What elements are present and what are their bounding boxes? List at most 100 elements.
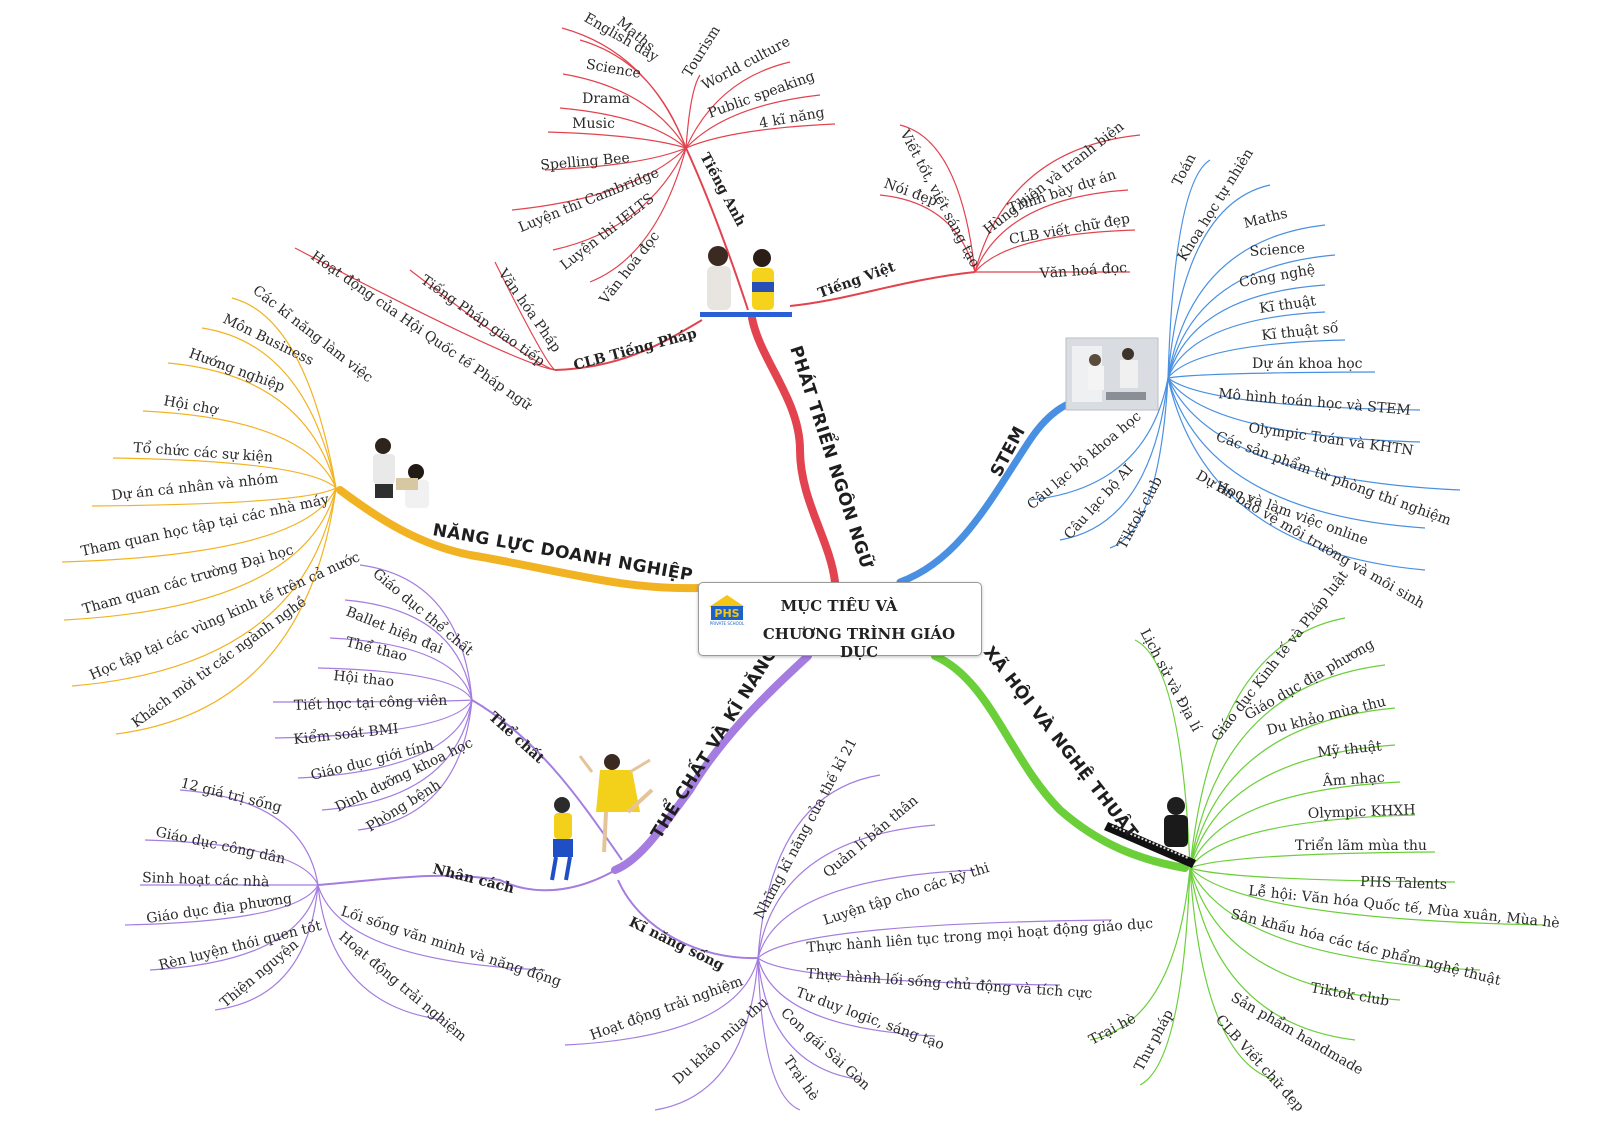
stem-item: Science bbox=[1249, 240, 1305, 260]
english-item-edge bbox=[579, 39, 687, 149]
french-item-edge bbox=[409, 269, 556, 371]
language-main-edge bbox=[748, 314, 839, 586]
character-item: Lối sống văn minh và năng động bbox=[339, 903, 564, 990]
business-item-edge bbox=[112, 457, 337, 489]
vietnamese-sub-edge bbox=[789, 271, 976, 307]
stem-item-edge bbox=[1167, 184, 1271, 379]
physical-item-edge bbox=[321, 699, 473, 811]
business-item-edge bbox=[71, 487, 337, 687]
character-item-edge bbox=[149, 884, 319, 971]
stem-main-edge bbox=[896, 391, 1099, 586]
language-students-photo bbox=[700, 246, 792, 317]
stem-item-edge bbox=[1109, 377, 1169, 549]
character-item: 12 giá trị sống bbox=[179, 774, 284, 816]
english-sub-edge bbox=[685, 147, 749, 311]
stem-item: Dự án khoa học bbox=[1252, 356, 1363, 372]
social-arts-item-edge bbox=[1089, 867, 1191, 1041]
stem-item: Mô hình toán học và STEM bbox=[1218, 385, 1412, 419]
french-item-edge bbox=[294, 247, 556, 371]
social-arts-item-edge bbox=[1189, 867, 1456, 883]
character-item: Giáo dục địa phương bbox=[145, 891, 293, 927]
life-skills-item-edge bbox=[757, 774, 881, 959]
social-arts-item: Lịch sử và Địa lí bbox=[1136, 626, 1205, 735]
social-arts-item-edge bbox=[1189, 707, 1396, 869]
svg-text:PRIVATE SCHOOL: PRIVATE SCHOOL bbox=[710, 621, 745, 626]
character-item-edge bbox=[179, 789, 319, 886]
social-arts-item: Olympic KHXH bbox=[1308, 802, 1416, 822]
vietnamese-item-edge bbox=[899, 124, 976, 273]
social-arts-item-edge bbox=[1189, 617, 1346, 869]
character-item-edge bbox=[317, 884, 546, 971]
physical-item: Hội thao bbox=[333, 668, 395, 690]
life-skills-item-edge bbox=[757, 957, 863, 1081]
stem-item-edge bbox=[1167, 254, 1336, 379]
social-arts-item-edge bbox=[1189, 744, 1396, 869]
english-item: Drama bbox=[582, 91, 630, 107]
physical-item-edge bbox=[329, 637, 473, 701]
physical-item-edge bbox=[357, 699, 473, 831]
physical-item-edge bbox=[359, 564, 473, 701]
stem-item-edge bbox=[1167, 371, 1376, 379]
english-item-edge bbox=[685, 74, 701, 149]
life-skills-item-edge bbox=[757, 919, 1111, 959]
social-arts-item: PHS Talents bbox=[1360, 874, 1447, 893]
character-item-edge bbox=[317, 884, 446, 1021]
french-item-edge bbox=[494, 261, 556, 371]
life-skills-item-edge bbox=[654, 957, 759, 1111]
physical-item-edge bbox=[272, 699, 473, 703]
social-arts-item-edge bbox=[1189, 867, 1276, 1081]
business-item-edge bbox=[167, 362, 337, 489]
physical-dancers-photo bbox=[550, 754, 654, 881]
central-topic-line2: CHƯƠNG TRÌNH GIÁO DỤC bbox=[762, 625, 956, 661]
english-item-edge bbox=[562, 73, 687, 149]
business-item-edge bbox=[231, 297, 337, 489]
stem-item-edge bbox=[1167, 377, 1426, 571]
stem-item: Kĩ thuật bbox=[1258, 293, 1317, 317]
stem-item-edge bbox=[1059, 377, 1169, 541]
english-item-edge bbox=[544, 147, 687, 171]
social-arts-main-edge bbox=[931, 652, 1189, 872]
central-topic-box: PHS PRIVATE SCHOOL MỤC TIÊU VÀ CHƯƠNG TR… bbox=[698, 582, 982, 661]
physical-item-edge bbox=[344, 599, 473, 701]
life-skills-item-edge bbox=[757, 869, 976, 959]
english-item-edge bbox=[589, 147, 687, 283]
stem-lab-photo bbox=[1065, 337, 1159, 411]
life-skills-item: Những kĩ năng của thế kỉ 21 bbox=[751, 735, 861, 922]
stem-item: Maths bbox=[1242, 206, 1289, 232]
business-students-photo bbox=[373, 438, 429, 508]
stem-item-edge bbox=[1167, 377, 1461, 491]
vietnamese-item-edge bbox=[974, 189, 1129, 273]
social-arts-item-edge bbox=[1189, 867, 1356, 1041]
arts-piano-photo bbox=[1104, 797, 1196, 868]
life-skills-item: Thực hành lối sống chủ động và tích cực bbox=[806, 965, 1093, 1002]
english-item-edge bbox=[552, 147, 687, 251]
social-arts-item: Thư pháp bbox=[1131, 1007, 1177, 1074]
physical-item: Kiểm soát BMI bbox=[293, 719, 400, 748]
social-arts-item-edge bbox=[1139, 867, 1191, 1086]
stem-item-edge bbox=[1167, 377, 1421, 411]
english-item-edge bbox=[685, 61, 791, 149]
social-arts-item-edge bbox=[1189, 814, 1416, 869]
character-item-edge bbox=[214, 884, 319, 1011]
english-item-edge bbox=[685, 94, 821, 149]
stem-item-edge bbox=[1167, 159, 1211, 379]
life-skills-item-edge bbox=[757, 957, 1061, 986]
stem-item-edge bbox=[1167, 339, 1346, 379]
physical-item-edge bbox=[274, 699, 473, 739]
character-item-edge bbox=[124, 884, 319, 926]
life-skills-item: Quản lí bản thân bbox=[820, 792, 922, 881]
business-item: Hướng nghiệp bbox=[187, 346, 287, 396]
stem-item-edge bbox=[1167, 377, 1426, 529]
social-arts-item-edge bbox=[1189, 867, 1546, 926]
english-item-edge bbox=[547, 131, 687, 149]
business-item-edge bbox=[201, 327, 337, 489]
business-item-edge bbox=[61, 487, 337, 563]
stem-item-edge bbox=[1167, 311, 1326, 379]
physical-main-edge bbox=[611, 652, 812, 874]
social-arts-item: Tiktok club bbox=[1309, 980, 1390, 1010]
english-item-edge bbox=[511, 147, 687, 211]
character-item: Sinh hoạt các nhà bbox=[142, 869, 270, 890]
english-item: 4 kĩ năng bbox=[758, 105, 826, 132]
stem-item: Toán bbox=[1169, 151, 1199, 189]
vietnamese-item: Văn hoá đọc bbox=[1038, 260, 1127, 282]
